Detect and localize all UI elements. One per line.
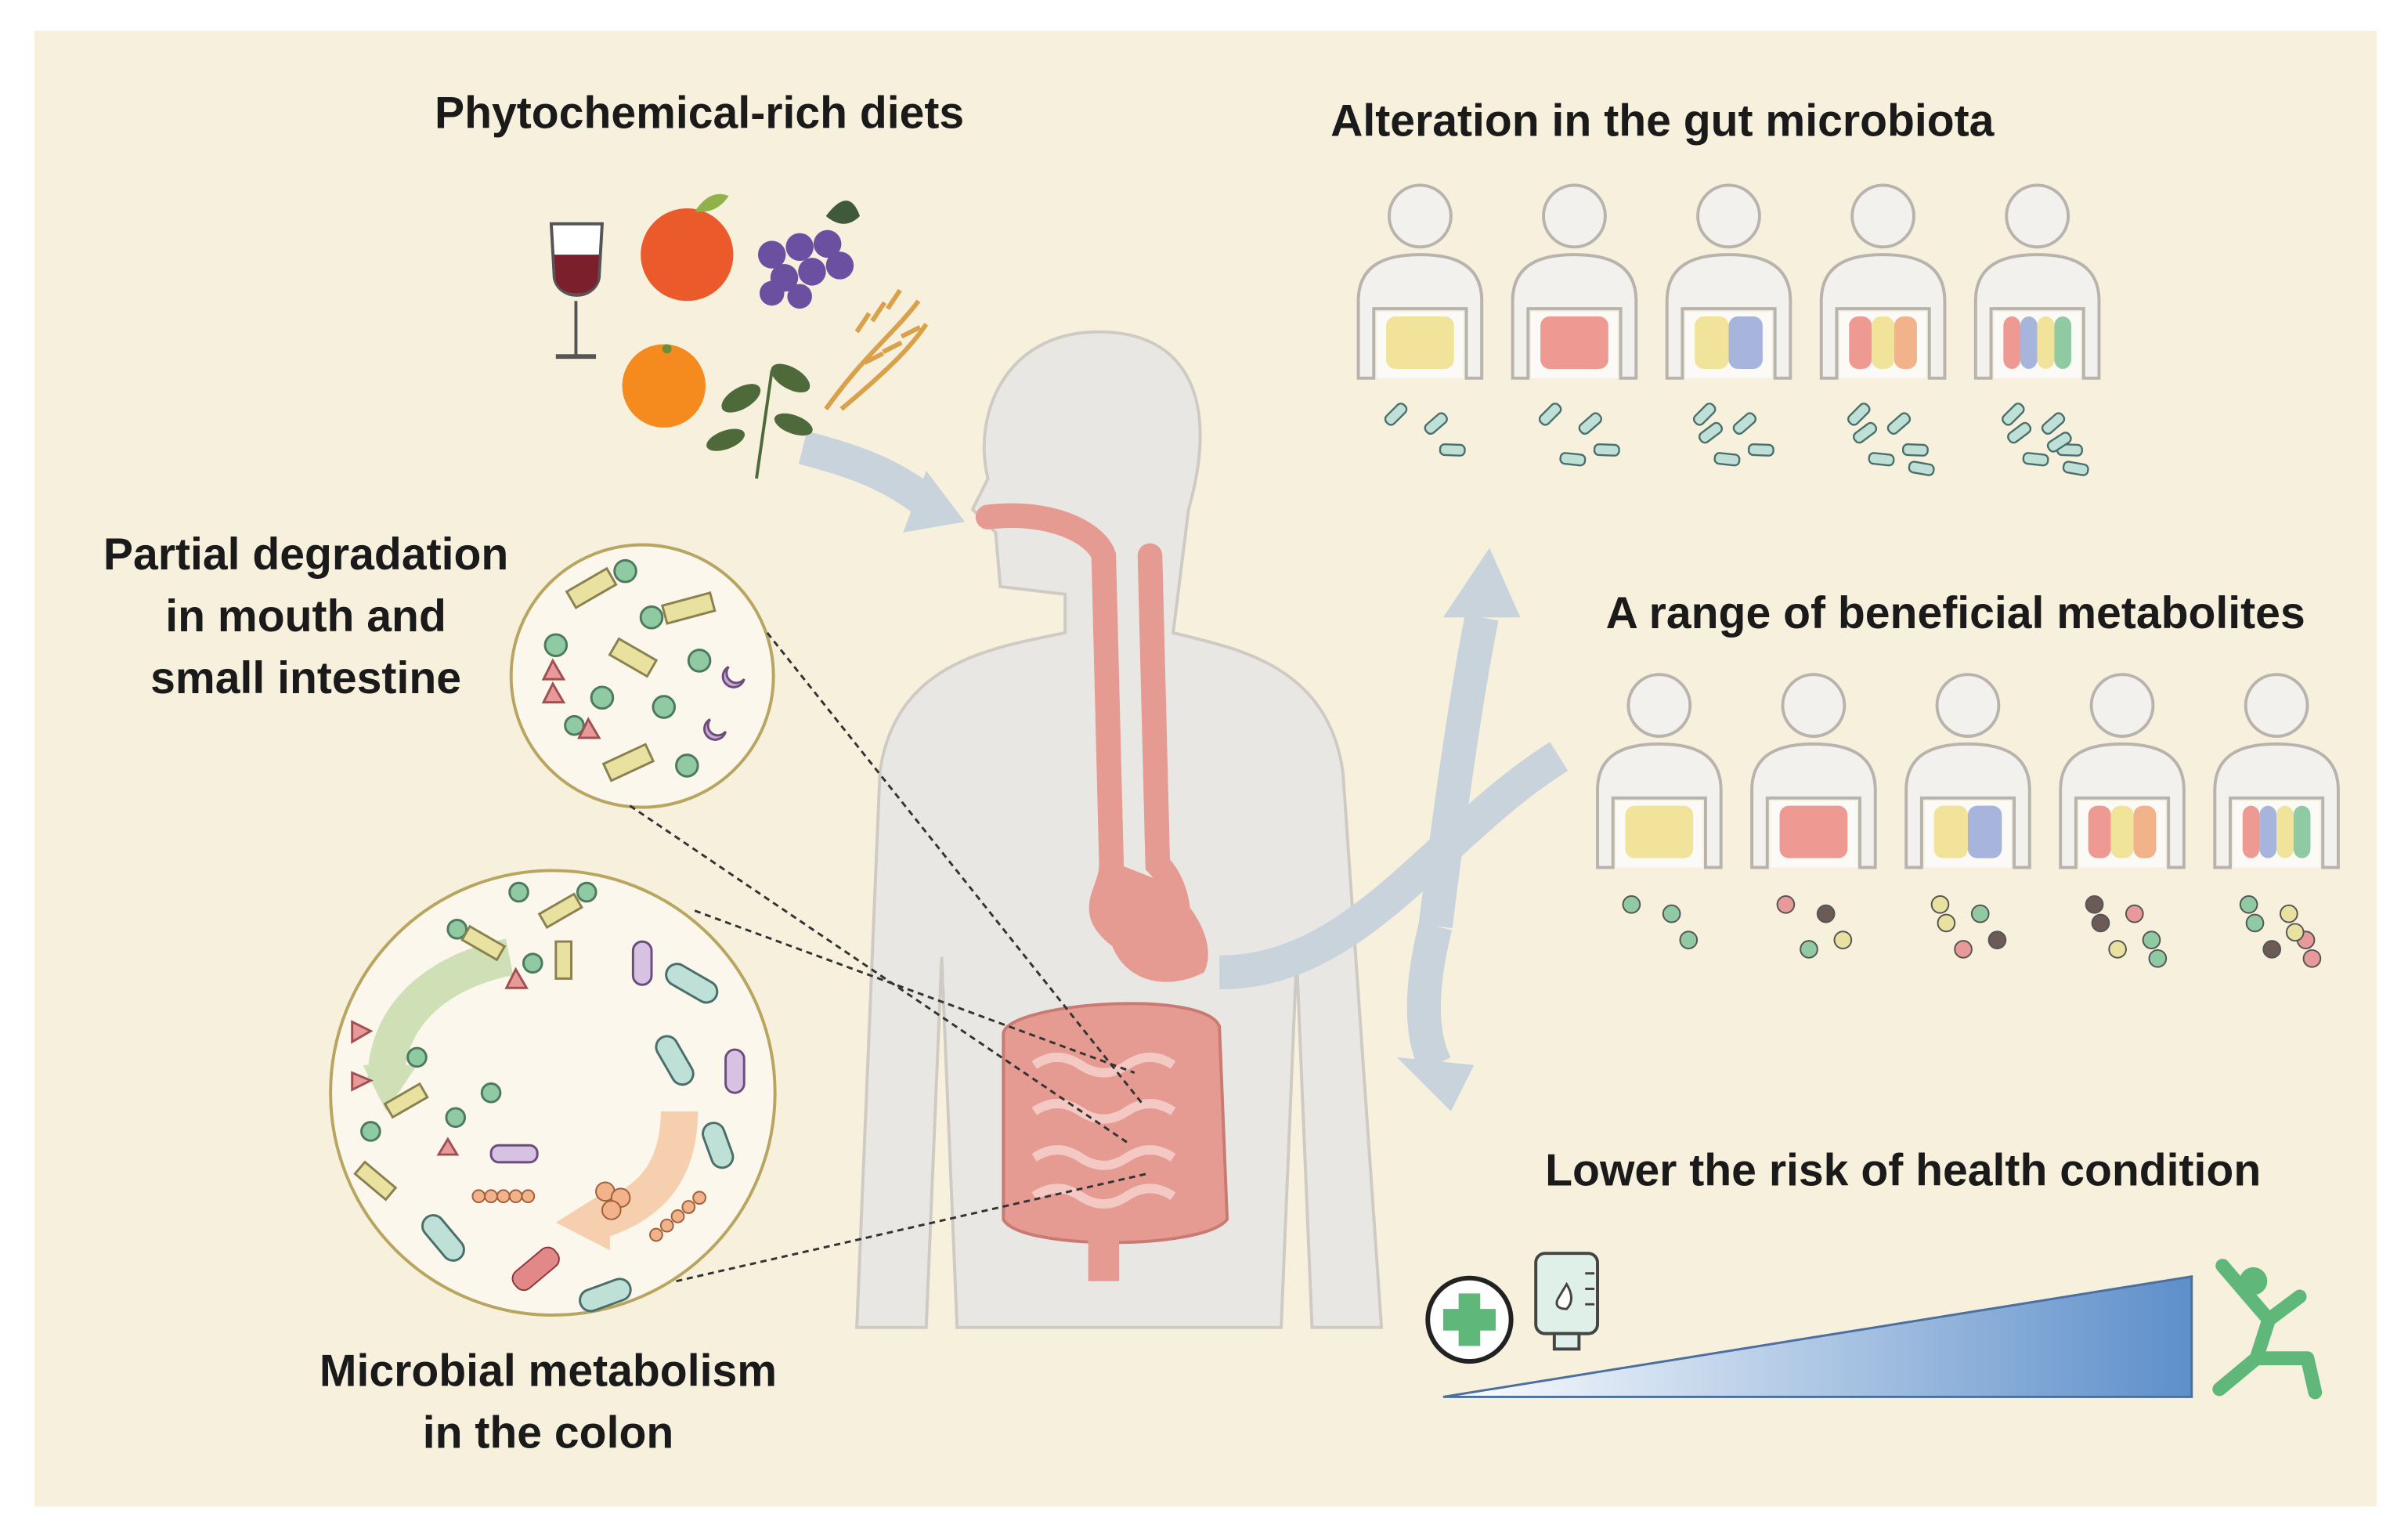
metabolites-title: A range of beneficial metabolites <box>1606 588 2305 638</box>
medical-cross-icon <box>1425 1275 1514 1364</box>
branch-arrow <box>1218 614 1569 1073</box>
gut-icon <box>1779 805 1848 858</box>
colon-metabolism-circle <box>329 869 1150 1317</box>
gut-icon <box>2110 805 2134 858</box>
gut-icon <box>2242 805 2260 858</box>
gut-icon <box>2088 805 2111 858</box>
gut-icon <box>1933 805 1968 858</box>
metabolites-people-row <box>1596 673 2340 968</box>
iv-bag-icon <box>1534 1252 1599 1351</box>
person-icon <box>1665 183 1792 467</box>
diet-arrow <box>798 431 937 515</box>
alteration-title: Alteration in the gut microbiota <box>1330 96 1995 146</box>
person-icon <box>1596 673 1723 949</box>
gut-icon <box>2020 316 2038 369</box>
risk-title: Lower the risk of health condition <box>1545 1145 2261 1195</box>
person-icon <box>1511 183 1638 467</box>
gut-icon <box>1386 316 1454 369</box>
partial-title-2: in mouth and <box>165 591 446 641</box>
gut-icon <box>1695 316 1729 369</box>
person-icon <box>1356 183 1484 457</box>
apple-icon <box>641 193 734 302</box>
gut-icon <box>1540 316 1608 369</box>
gut-icon <box>2037 316 2055 369</box>
gut-icon <box>1849 316 1872 369</box>
gut-icon <box>1728 316 1763 369</box>
microbial-title-2: in the colon <box>423 1408 674 1458</box>
gut-icon <box>1872 316 1895 369</box>
tea-leaf-icon <box>706 363 813 479</box>
partial-title-3: small intestine <box>150 653 461 703</box>
up-arrowhead <box>1442 547 1521 618</box>
diet-arrowhead <box>903 471 966 533</box>
microbiota-people-row <box>1356 183 2101 476</box>
rectum <box>1088 1234 1120 1281</box>
wheat-icon <box>824 288 929 411</box>
person-icon <box>1819 183 1947 476</box>
partial-title-1: Partial degradation <box>103 529 508 580</box>
wine-glass-icon <box>549 222 605 360</box>
gut-icon <box>2293 805 2311 858</box>
gut-icon <box>2054 316 2072 369</box>
gut-icon <box>1625 805 1694 858</box>
orange-icon <box>622 344 706 428</box>
person-icon <box>1904 673 2031 959</box>
gut-icon <box>1967 805 2002 858</box>
partial-degradation-circle <box>509 543 1143 1144</box>
grape-icon <box>757 201 861 309</box>
digestive-tract <box>975 503 1229 1281</box>
diets-title: Phytochemical-rich diets <box>435 89 964 139</box>
gut-icon <box>2276 805 2294 858</box>
microbial-title-1: Microbial metabolism <box>320 1346 777 1397</box>
person-icon <box>2059 673 2186 968</box>
person-icon <box>2213 673 2340 968</box>
person-icon <box>1750 673 1877 959</box>
stomach <box>1107 864 1208 982</box>
small-intestine <box>1031 1053 1176 1209</box>
down-arrowhead <box>1396 1057 1475 1111</box>
gut-icon <box>2259 805 2277 858</box>
person-icon <box>1973 183 2101 476</box>
risk-gradient-triangle <box>1442 1274 2193 1398</box>
flagellated-bacterium <box>511 1246 560 1292</box>
gut-icon <box>2133 805 2157 858</box>
gut-icon <box>1894 316 1917 369</box>
gut-icon <box>2003 316 2020 369</box>
exercise-person-icon <box>2212 1259 2323 1400</box>
